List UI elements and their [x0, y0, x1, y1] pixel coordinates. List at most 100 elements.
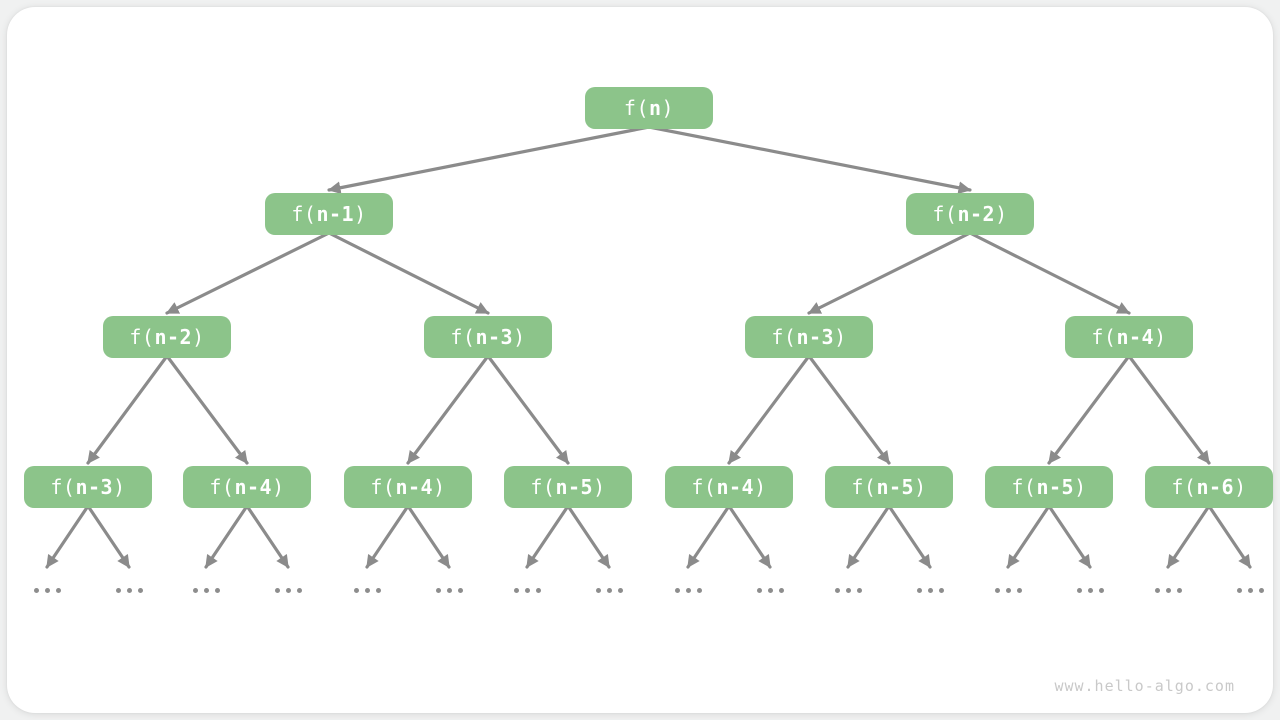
- ellipsis-dot: [1155, 588, 1160, 593]
- edge-arrow: [566, 504, 611, 569]
- tree-node-label: f(n-1): [291, 202, 367, 226]
- tree-node-label: f(n-2): [129, 325, 205, 349]
- ellipsis-dot: [1077, 588, 1082, 593]
- edge-arrow: [406, 354, 490, 465]
- ellipsis-dot: [697, 588, 702, 593]
- ellipsis-dot: [835, 588, 840, 593]
- ellipsis-dot: [116, 588, 121, 593]
- ellipsis-leaf: [995, 588, 1022, 593]
- tree-node-label: f(n-6): [1171, 475, 1247, 499]
- ellipsis-dot: [675, 588, 680, 593]
- tree-node-L1a: f(n-1): [265, 193, 393, 235]
- edge-arrow: [406, 504, 451, 569]
- edge-arrow: [968, 231, 1131, 315]
- edge-arrow: [1127, 354, 1211, 465]
- ellipsis-dot: [939, 588, 944, 593]
- ellipsis-dot: [995, 588, 1000, 593]
- tree-node-L3b: f(n-4): [183, 466, 311, 508]
- watermark: www.hello-algo.com: [1054, 677, 1235, 695]
- tree-node-L3f: f(n-5): [825, 466, 953, 508]
- ellipsis-dot: [354, 588, 359, 593]
- edge-arrow: [807, 354, 891, 465]
- ellipsis-dot: [193, 588, 198, 593]
- edge-arrow: [245, 504, 290, 569]
- ellipsis-leaf: [193, 588, 220, 593]
- edge-arrow: [1166, 504, 1211, 569]
- edge-arrow: [647, 125, 972, 195]
- tree-node-L2b: f(n-3): [424, 316, 552, 358]
- ellipsis-dot: [1088, 588, 1093, 593]
- ellipsis-dot: [779, 588, 784, 593]
- ellipsis-dot: [596, 588, 601, 593]
- tree-node-label: f(n-5): [851, 475, 927, 499]
- ellipsis-dot: [138, 588, 143, 593]
- ellipsis-leaf: [436, 588, 463, 593]
- edge-arrow: [165, 354, 249, 465]
- ellipsis-dot: [275, 588, 280, 593]
- edge-arrow: [807, 231, 972, 315]
- edge-arrow: [327, 125, 651, 195]
- edge-arrow: [165, 231, 331, 315]
- ellipsis-dot: [1259, 588, 1264, 593]
- ellipsis-dot: [447, 588, 452, 593]
- ellipsis-dot: [376, 588, 381, 593]
- ellipsis-dot: [686, 588, 691, 593]
- tree-node-label: f(n-5): [1011, 475, 1087, 499]
- ellipsis-leaf: [917, 588, 944, 593]
- ellipsis-leaf: [596, 588, 623, 593]
- edge-arrow: [1047, 504, 1092, 569]
- tree-node-L3e: f(n-4): [665, 466, 793, 508]
- tree-node-L1b: f(n-2): [906, 193, 1034, 235]
- ellipsis-dot: [34, 588, 39, 593]
- tree-node-label: f(n-3): [771, 325, 847, 349]
- tree-node-L3d: f(n-5): [504, 466, 632, 508]
- ellipsis-dot: [1006, 588, 1011, 593]
- tree-node-root: f(n): [585, 87, 713, 129]
- edge-arrow: [1047, 354, 1131, 465]
- edge-arrow: [86, 354, 169, 465]
- ellipsis-leaf: [1155, 588, 1182, 593]
- tree-node-label: f(n-4): [209, 475, 285, 499]
- ellipsis-leaf: [835, 588, 862, 593]
- tree-node-L2c: f(n-3): [745, 316, 873, 358]
- ellipsis-dot: [45, 588, 50, 593]
- ellipsis-leaf: [116, 588, 143, 593]
- ellipsis-dot: [846, 588, 851, 593]
- ellipsis-leaf: [275, 588, 302, 593]
- ellipsis-dot: [1166, 588, 1171, 593]
- tree-node-L3a: f(n-3): [24, 466, 152, 508]
- tree-node-label: f(n-5): [530, 475, 606, 499]
- edge-arrow: [86, 504, 131, 569]
- edge-arrow: [327, 231, 490, 315]
- ellipsis-dot: [436, 588, 441, 593]
- ellipsis-leaf: [34, 588, 61, 593]
- ellipsis-dot: [514, 588, 519, 593]
- ellipsis-dot: [536, 588, 541, 593]
- ellipsis-dot: [1177, 588, 1182, 593]
- ellipsis-leaf: [757, 588, 784, 593]
- edge-arrow: [887, 504, 932, 569]
- edge-arrow: [846, 504, 891, 569]
- diagram-card: f(n) f(n-1) f(n-2) f(n-2) f(n-3) f(n-3) f(n-4)…: [7, 7, 1273, 713]
- ellipsis-dot: [917, 588, 922, 593]
- ellipsis-dot: [458, 588, 463, 593]
- tree-node-L3h: f(n-6): [1145, 466, 1273, 508]
- tree-node-label: f(n): [623, 96, 675, 120]
- ellipsis-dot: [127, 588, 132, 593]
- tree-node-label: f(n-3): [450, 325, 526, 349]
- edge-arrow: [486, 354, 570, 465]
- ellipsis-dot: [215, 588, 220, 593]
- ellipsis-leaf: [1077, 588, 1104, 593]
- ellipsis-dot: [1248, 588, 1253, 593]
- tree-node-L2a: f(n-2): [103, 316, 231, 358]
- tree-node-L3g: f(n-5): [985, 466, 1113, 508]
- ellipsis-dot: [286, 588, 291, 593]
- ellipsis-dot: [1237, 588, 1242, 593]
- ellipsis-dot: [525, 588, 530, 593]
- ellipsis-dot: [56, 588, 61, 593]
- edge-arrow: [686, 504, 731, 569]
- edge-arrow: [727, 354, 811, 465]
- tree-node-label: f(n-2): [932, 202, 1008, 226]
- edge-arrow: [727, 504, 772, 569]
